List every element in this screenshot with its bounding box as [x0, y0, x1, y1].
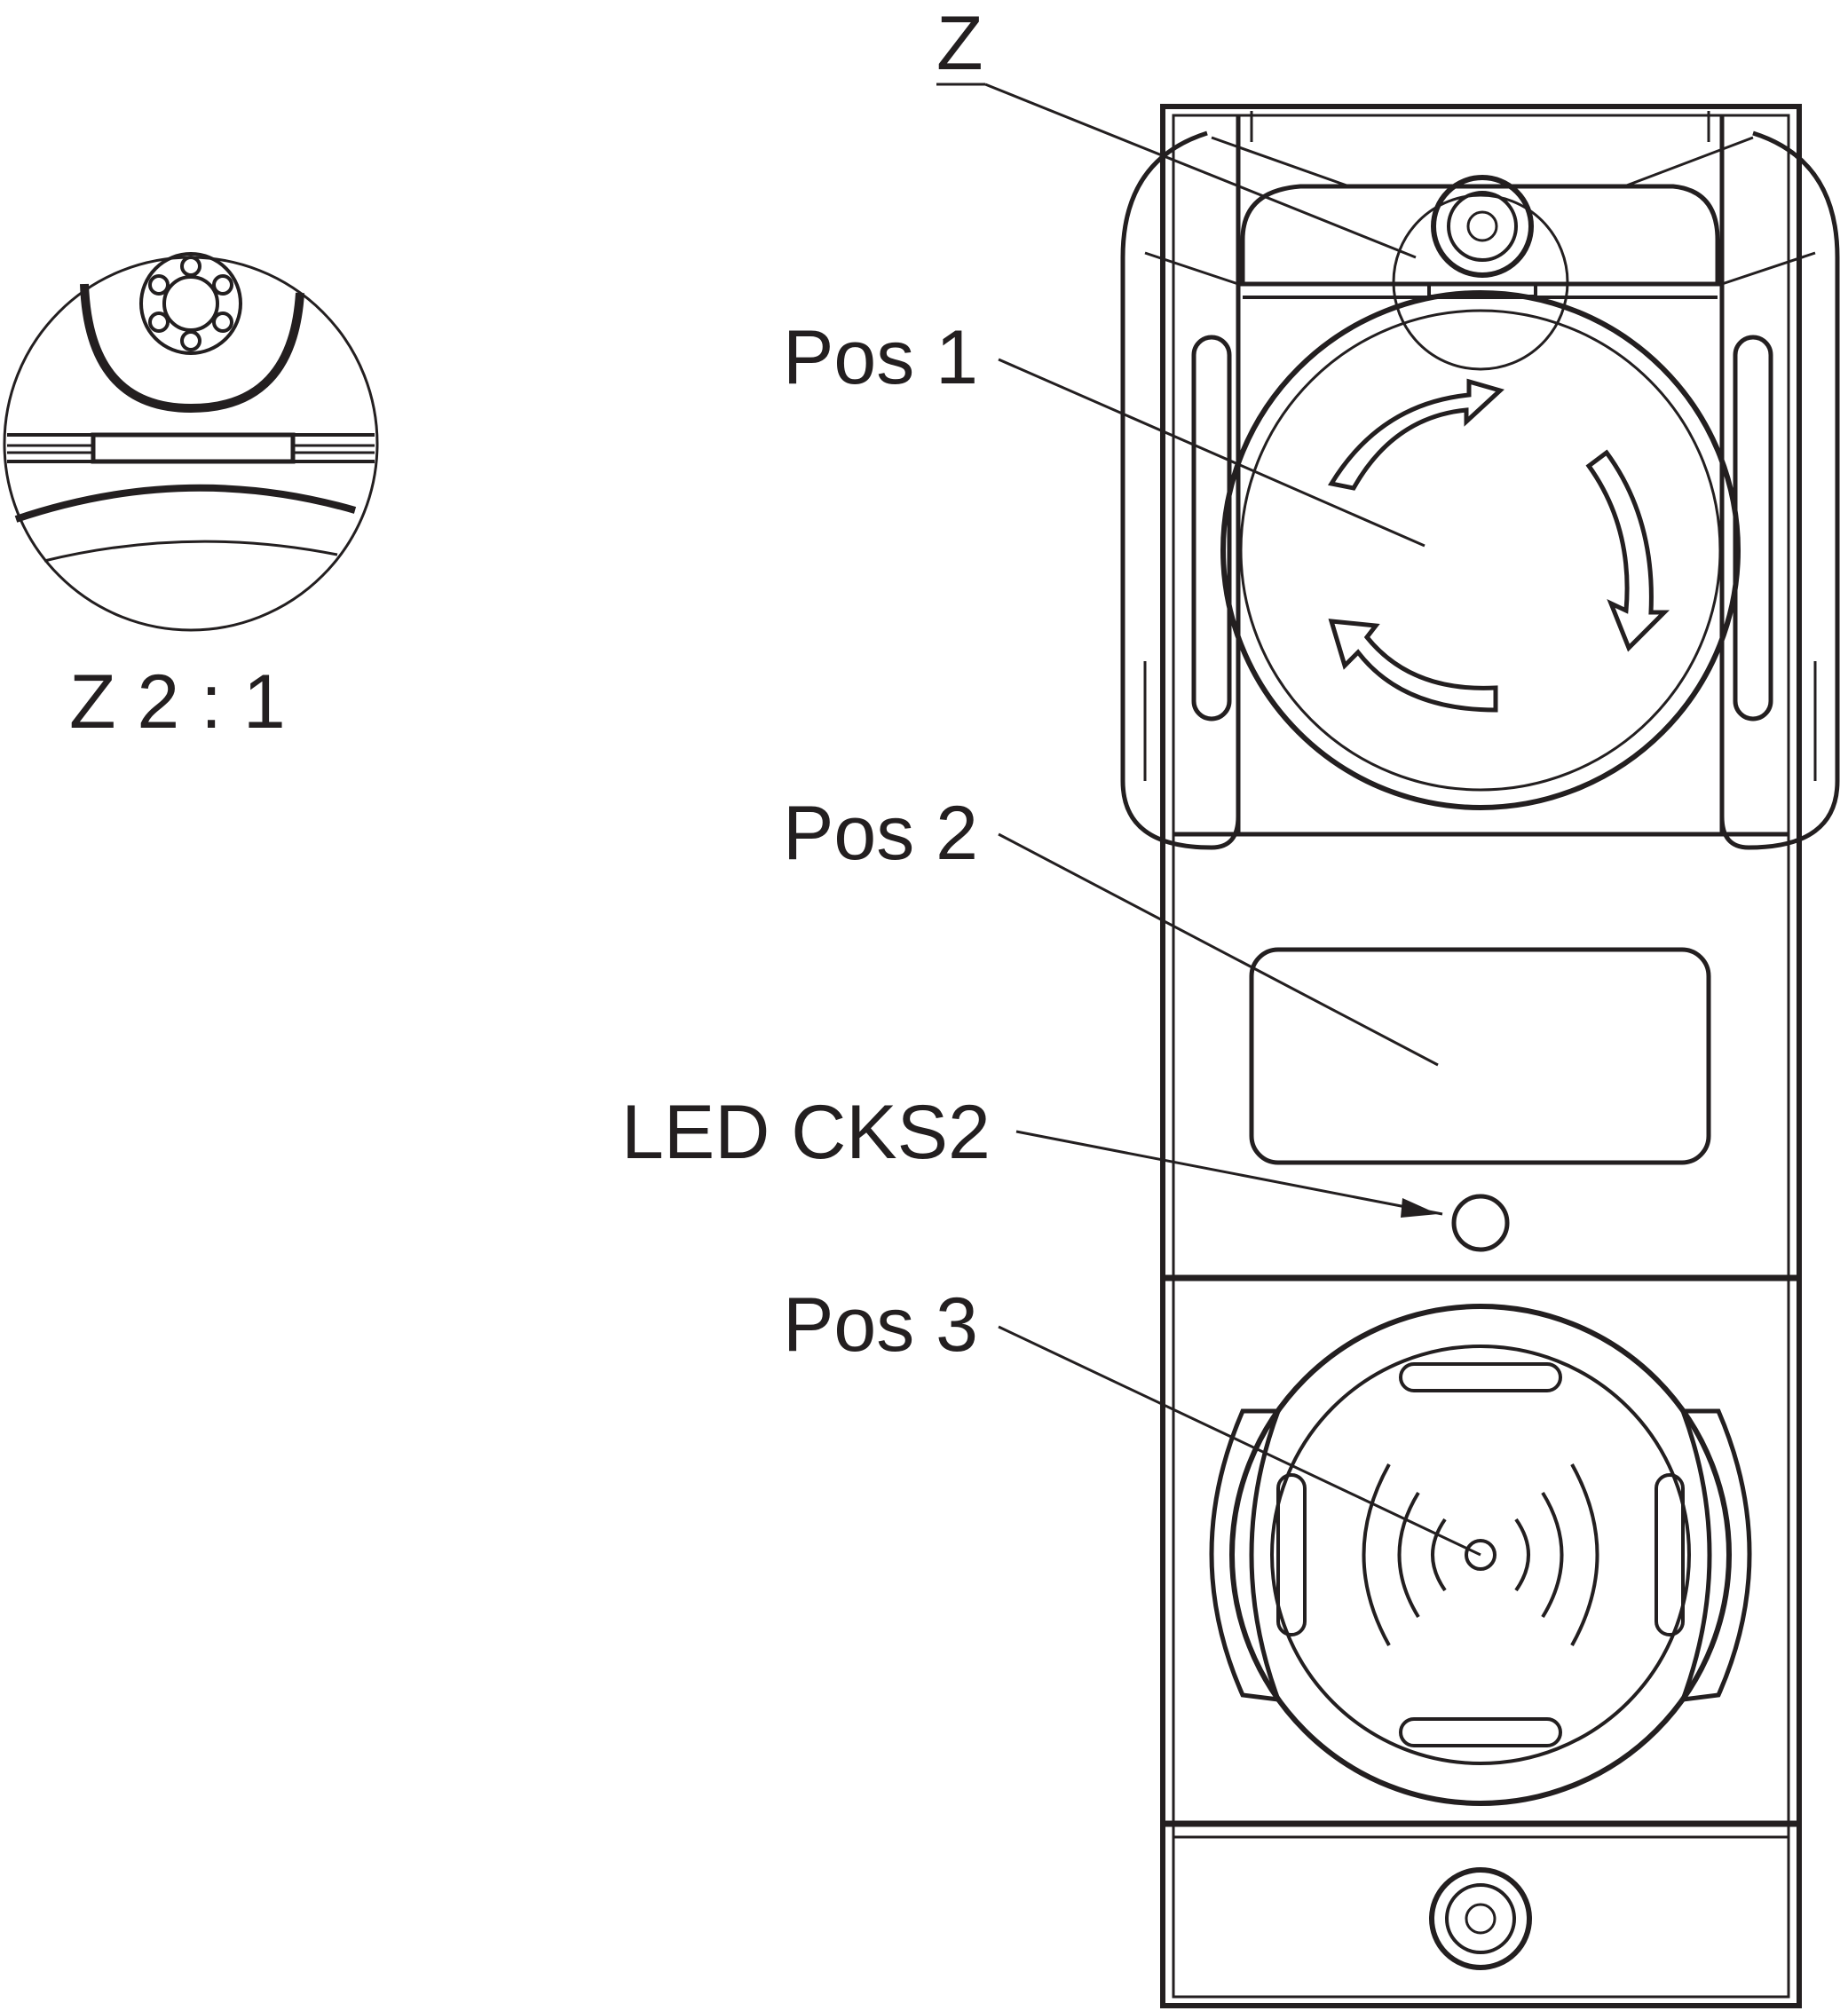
pos1-label: Pos 1	[783, 315, 978, 400]
leader-lines	[936, 83, 1481, 1557]
rfid-wave-icon	[1362, 1463, 1599, 1646]
rfid-reader	[1209, 1304, 1752, 1806]
top-screw	[1427, 175, 1537, 298]
estop-guard	[1120, 111, 1840, 850]
estop-button[interactable]	[1220, 290, 1741, 810]
pos2-label: Pos 2	[783, 791, 978, 876]
rotate-arrow-icon	[1327, 378, 1670, 713]
detail-marker-circle	[1392, 193, 1569, 371]
detail-torx-icon	[148, 256, 233, 351]
detail-view-z	[3, 252, 379, 632]
pos3-label: Pos 3	[783, 1282, 978, 1368]
bottom-screw	[1429, 1867, 1532, 1970]
bottom-screw-torx-icon	[1465, 1903, 1497, 1935]
detail-ref-label: Z	[936, 1, 983, 86]
label-window	[1249, 947, 1711, 1165]
top-screw-torx-icon	[1466, 210, 1498, 242]
device-housing	[1160, 104, 1802, 2008]
detail-scale-caption: Z 2 : 1	[69, 659, 286, 745]
led-arrowhead	[1401, 1198, 1438, 1218]
led-indicator	[1451, 1194, 1510, 1252]
led-label: LED CKS2	[621, 1090, 991, 1175]
